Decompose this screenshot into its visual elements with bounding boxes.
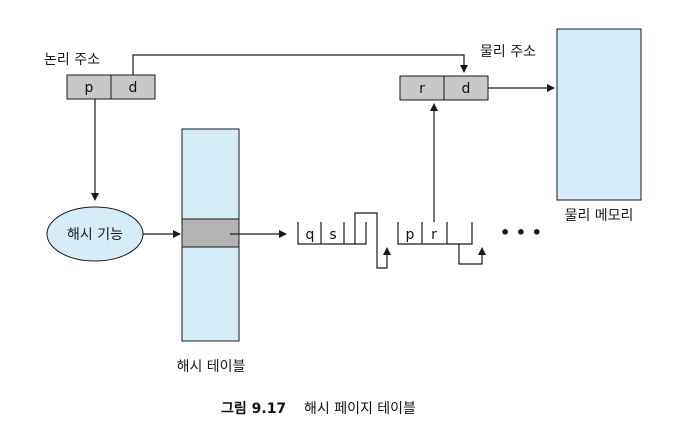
chain-node-2-p: p [406, 227, 415, 243]
physical-memory [556, 28, 642, 201]
physical-d-field: d [462, 81, 471, 97]
chain-ellipsis: • • • [500, 223, 542, 242]
caption-number: 그림 9.17 [221, 401, 286, 417]
logical-d-field: d [129, 80, 138, 96]
chain-node-1: q s [297, 222, 367, 245]
physical-address-label: 물리 주소 [480, 44, 536, 60]
chain-node-2-r: r [431, 227, 437, 243]
caption-title: 해시 페이지 테이블 [304, 401, 416, 417]
offset-copy-arrow [132, 54, 468, 75]
physical-address-register: r d [399, 75, 489, 101]
physical-memory-label: 물리 메모리 [565, 208, 634, 224]
chain-link-1 [354, 212, 391, 269]
logical-p-field: p [85, 80, 94, 96]
physical-r-field: r [419, 81, 425, 97]
logical-address-label: 논리 주소 [44, 52, 100, 68]
hash-function-label: 해시 기능 [67, 227, 123, 243]
hash-table-label: 해시 테이블 [177, 359, 246, 375]
chain-node-1-q: q [306, 227, 315, 243]
chain-node-1-s: s [329, 227, 336, 243]
chain-node-2: p r [397, 222, 473, 245]
chain-link-2 [458, 244, 486, 265]
logical-address-register: p d [66, 74, 156, 100]
hash-table-entry [181, 218, 240, 248]
